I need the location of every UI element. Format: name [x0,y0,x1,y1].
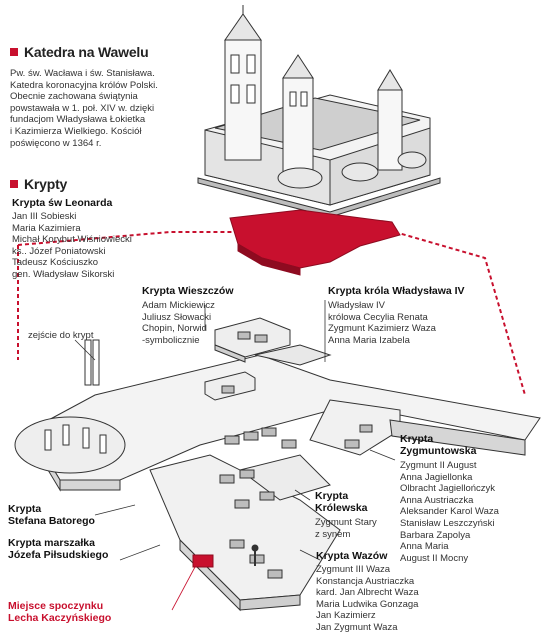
kaczynski-label: Miejsce spoczynku Lecha Kaczyńskiego [8,600,112,624]
cathedral-heading: Katedra na Wawelu [10,44,149,60]
entrance-label: zejście do krypt [28,330,94,341]
crypt-batory: Krypta Stefana Batorego [8,503,95,527]
kaczynski-tomb [192,554,214,568]
crypt-wazow-title: Krypta Wazów [316,550,388,562]
crypt-plan [14,317,541,612]
crypt-wladyslaw-title: Krypta króla Władysława IV [328,285,465,297]
crypt-leonard: Krypta św Leonarda Jan III Sobieski Mari… [12,197,132,280]
crypt-wladyslaw: Krypta króla Władysława IV Władysław IV … [328,285,465,346]
crypt-pilsudski: Krypta marszałka Józefa Piłsudskiego [8,537,109,561]
crypt-krolewska: Krypta Królewska Zygmunt Stary z synem [315,490,377,540]
crypt-wieszczow-title: Krypta Wieszczów [142,285,234,297]
cathedral-description: Pw. św. Wacława i św. Stanisława. Katedr… [10,68,158,149]
leader-lines [74,300,396,611]
bullet-square-icon [10,180,18,188]
crypt-footprint [229,209,401,276]
bullet-square-icon [10,48,18,56]
cathedral-illustration [197,5,441,218]
crypt-leonard-title: Krypta św Leonarda [12,197,113,209]
crypts-heading: Krypty [10,176,67,192]
connector-lines [17,231,526,396]
crypt-wazow: Krypta Wazów Zygmunt III Waza Konstancja… [316,550,419,633]
crypt-wieszczow: Krypta Wieszczów Adam Mickiewicz Juliusz… [142,285,234,346]
crypt-zygmuntowska: Krypta Zygmuntowska Zygmunt II August An… [400,433,499,564]
